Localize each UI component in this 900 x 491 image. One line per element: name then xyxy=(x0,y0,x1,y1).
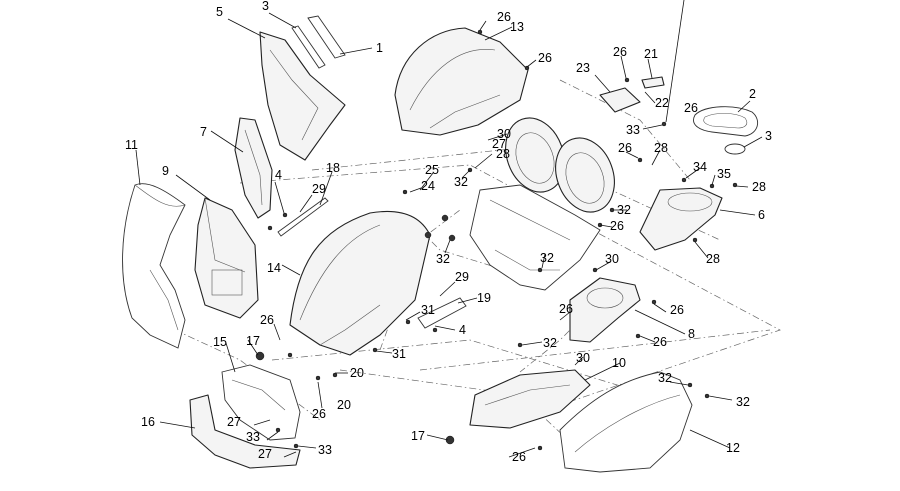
callout-30: 30 xyxy=(576,351,590,365)
callout-30: 30 xyxy=(497,127,511,141)
callout-19: 19 xyxy=(477,291,491,305)
callout-26: 26 xyxy=(684,101,698,115)
callout-14: 14 xyxy=(267,261,281,275)
callout-25: 25 xyxy=(425,163,439,177)
callout-29: 29 xyxy=(455,270,469,284)
callout-26: 26 xyxy=(260,313,274,327)
callout-32: 32 xyxy=(736,395,750,409)
callout-28: 28 xyxy=(752,180,766,194)
callout-18: 18 xyxy=(326,161,340,175)
part-7-small-cover xyxy=(234,117,273,219)
callout-4: 4 xyxy=(459,323,466,337)
callout-22: 22 xyxy=(655,96,669,110)
callout-2: 2 xyxy=(749,87,756,101)
callout-33: 33 xyxy=(246,430,260,444)
callout-9: 9 xyxy=(162,164,169,178)
callout-32: 32 xyxy=(543,336,557,350)
part-9-inner-panel xyxy=(194,197,259,319)
part-21-clip xyxy=(641,76,665,89)
callout-29: 29 xyxy=(312,182,326,196)
part-19-plate xyxy=(417,297,467,329)
part-15-lower-left-cover xyxy=(221,364,301,441)
callout-17: 17 xyxy=(411,429,425,443)
callout-32: 32 xyxy=(436,252,450,266)
part-23-bracket xyxy=(599,87,641,113)
callout-32: 32 xyxy=(540,251,554,265)
callout-10: 10 xyxy=(612,356,626,370)
callout-31: 31 xyxy=(421,303,435,317)
callout-13: 13 xyxy=(510,20,524,34)
part-1-strip xyxy=(307,15,346,59)
leader-lines xyxy=(135,0,763,458)
part-3-ring xyxy=(724,143,746,155)
callout-27: 27 xyxy=(258,447,272,461)
callout-8: 8 xyxy=(688,327,695,341)
callout-26: 26 xyxy=(512,450,526,464)
callout-33: 33 xyxy=(626,123,640,137)
callout-26: 26 xyxy=(312,407,326,421)
callout-35: 35 xyxy=(717,167,731,181)
callout-26: 26 xyxy=(497,10,511,24)
callout-31: 31 xyxy=(392,347,406,361)
callout-26: 26 xyxy=(613,45,627,59)
callout-labels: 1 2 3 3 4 4 5 6 7 8 9 10 11 12 13 14 15 … xyxy=(125,0,772,464)
callout-27: 27 xyxy=(227,415,241,429)
callout-26: 26 xyxy=(653,335,667,349)
callout-30: 30 xyxy=(605,252,619,266)
part-10-lower-duct xyxy=(469,369,591,429)
callout-17: 17 xyxy=(246,334,260,348)
callout-5: 5 xyxy=(216,5,223,19)
callout-26: 26 xyxy=(618,141,632,155)
callout-32: 32 xyxy=(617,203,631,217)
fasteners xyxy=(255,29,738,451)
callout-26: 26 xyxy=(538,51,552,65)
callout-26: 26 xyxy=(670,303,684,317)
part-12-right-lower-panel xyxy=(559,371,693,473)
part-14-front-fairing xyxy=(289,210,431,356)
part-2-gasket xyxy=(693,106,759,137)
callout-26: 26 xyxy=(610,219,624,233)
callout-16: 16 xyxy=(141,415,155,429)
callout-1: 1 xyxy=(376,41,383,55)
part-fairing-frame xyxy=(469,184,601,291)
part-13-windscreen xyxy=(394,27,529,136)
callout-15: 15 xyxy=(213,335,227,349)
callout-33: 33 xyxy=(318,443,332,457)
callout-24: 24 xyxy=(421,179,435,193)
callout-20: 20 xyxy=(337,398,351,412)
callout-28: 28 xyxy=(654,141,668,155)
callout-3: 3 xyxy=(262,0,269,13)
callout-28: 28 xyxy=(496,147,510,161)
callout-4: 4 xyxy=(275,168,282,182)
callout-3: 3 xyxy=(765,129,772,143)
part-18-strip xyxy=(277,197,329,237)
callout-32: 32 xyxy=(454,175,468,189)
part-3-strip xyxy=(291,25,326,69)
part-16-lower-trim xyxy=(189,394,301,469)
part-11-left-side-panel xyxy=(122,183,186,349)
part-8-dash-cover xyxy=(569,277,641,343)
callout-7: 7 xyxy=(200,125,207,139)
callout-21: 21 xyxy=(644,47,658,61)
part-headlight-assembly xyxy=(505,117,615,213)
part-5-upper-trim xyxy=(259,31,346,161)
callout-26: 26 xyxy=(559,302,573,316)
callout-20: 20 xyxy=(350,366,364,380)
callout-32: 32 xyxy=(658,371,672,385)
part-6-instrument-panel xyxy=(639,187,723,251)
callout-6: 6 xyxy=(758,208,765,222)
callout-28: 28 xyxy=(706,252,720,266)
callout-12: 12 xyxy=(726,441,740,455)
callout-23: 23 xyxy=(576,61,590,75)
callout-11: 11 xyxy=(125,138,138,152)
callout-34: 34 xyxy=(693,160,707,174)
callout-27: 27 xyxy=(492,137,506,151)
